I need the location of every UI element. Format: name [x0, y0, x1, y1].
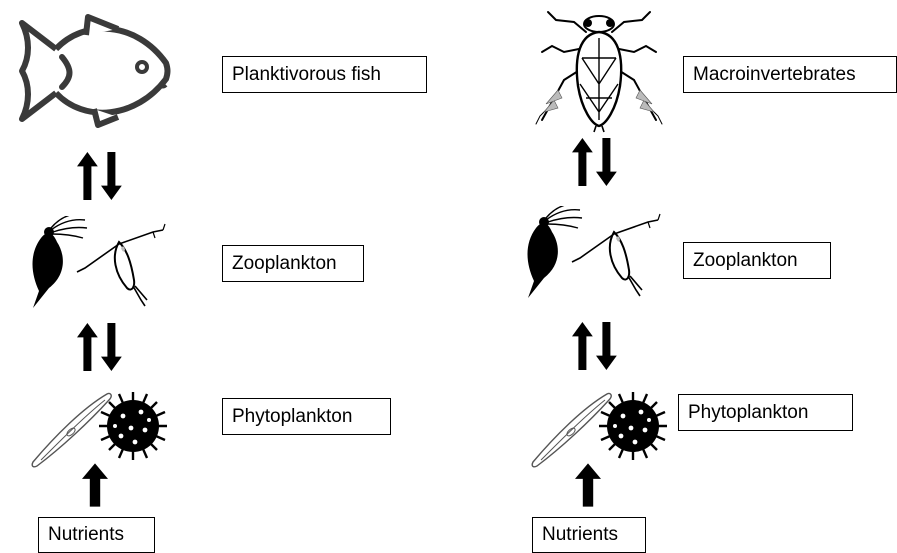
- up-down-arrows-icon: [74, 152, 128, 200]
- zooplankton-label: Zooplankton: [222, 245, 364, 282]
- up-arrow-icon: [575, 462, 601, 508]
- diatom-algae-icon: [27, 388, 167, 468]
- macroinvertebrates-label: Macroinvertebrates: [683, 56, 897, 93]
- zooplankton-label: Zooplankton: [683, 242, 831, 279]
- nutrients-label: Nutrients: [532, 517, 646, 553]
- up-arrow-icon: [82, 462, 108, 508]
- phytoplankton-label: Phytoplankton: [678, 394, 853, 431]
- water-bug-icon: [534, 8, 664, 133]
- daphnia-copepod-icon: [27, 216, 172, 311]
- planktivorous-fish-label: Planktivorous fish: [222, 56, 427, 93]
- up-down-arrows-icon: [74, 323, 128, 371]
- fish-icon: [14, 13, 172, 129]
- daphnia-copepod-icon: [522, 206, 667, 301]
- nutrients-label: Nutrients: [38, 517, 155, 553]
- diatom-algae-icon: [527, 388, 667, 468]
- phytoplankton-label: Phytoplankton: [222, 398, 391, 435]
- up-down-arrows-icon: [569, 138, 623, 186]
- up-down-arrows-icon: [569, 322, 623, 370]
